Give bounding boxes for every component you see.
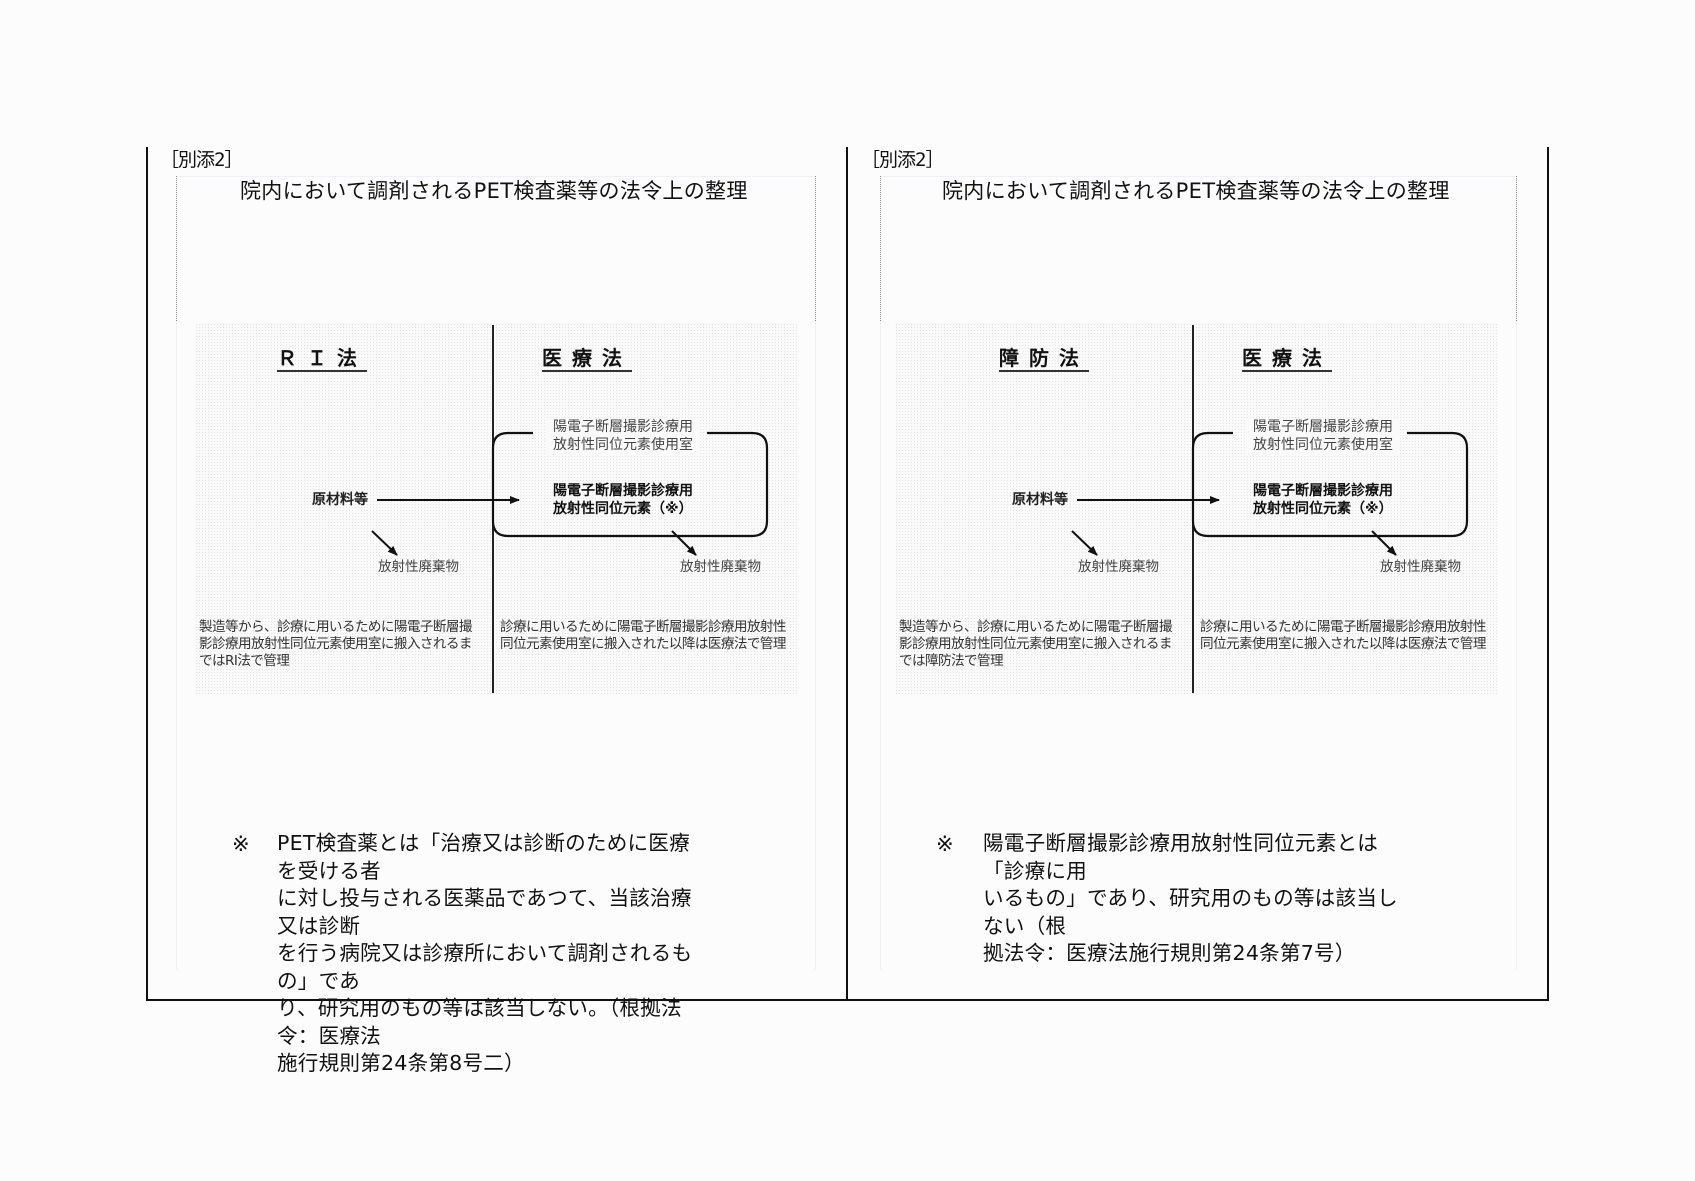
- waste-arrow-right: [671, 530, 697, 556]
- element-label-line1: 陽電子断層撮影診療用: [553, 483, 693, 499]
- waste-label-left: 放射性廃棄物: [1078, 559, 1159, 575]
- note-mark: ※: [232, 832, 250, 856]
- room-label: 陽電子断層撮影診療用 放射性同位元素使用室: [547, 419, 699, 454]
- waste-label-right: 放射性廃棄物: [680, 559, 761, 575]
- waste-label-left: 放射性廃棄物: [378, 559, 459, 575]
- waste-label-right: 放射性廃棄物: [1380, 559, 1461, 575]
- dotted-frame: [176, 176, 816, 321]
- room-label-line1: 陽電子断層撮影診療用: [1253, 419, 1393, 435]
- room-label-line2: 放射性同位元素使用室: [1253, 436, 1393, 453]
- page-title: 院内において調剤されるPET検査薬等の法令上の整理: [240, 179, 748, 203]
- waste-arrow-left: [371, 530, 398, 556]
- table-border-middle: [846, 147, 848, 1001]
- dotted-frame: [880, 176, 1517, 321]
- waste-arrow-left: [1071, 530, 1098, 556]
- frame-top-edge: [880, 176, 1516, 177]
- left-law-description: 製造等から、診療に用いるために陽電子断層撮 影診療用放射性同位元素使用室に搬入さ…: [199, 619, 472, 669]
- table-border-bottom: [146, 999, 1549, 1001]
- raw-materials-label: 原材料等: [1012, 492, 1068, 508]
- comparison-panel-left: ［別添2］ 院内において調剤されるPET検査薬等の法令上の整理 ＲＩ法 医療法 …: [0, 0, 816, 1181]
- law-title-right: 医療法: [542, 346, 632, 372]
- attachment-label: ［別添2］: [160, 149, 243, 171]
- note-mark: ※: [936, 832, 954, 856]
- left-law-description: 製造等から、診療に用いるために陽電子断層撮 影診療用放射性同位元素使用室に搬入さ…: [899, 619, 1172, 669]
- table-border-right: [1547, 147, 1549, 1001]
- footnote: 陽電子断層撮影診療用放射性同位元素とは「診療に用 いるもの」であり、研究用のもの…: [983, 831, 1398, 965]
- frame-lower: [880, 321, 1517, 969]
- element-label: 陽電子断層撮影診療用 放射性同位元素（※）: [553, 483, 693, 518]
- element-label-line1: 陽電子断層撮影診療用: [1253, 483, 1393, 499]
- law-title-left: 障防法: [999, 346, 1089, 372]
- room-label-line2: 放射性同位元素使用室: [553, 436, 693, 453]
- law-title-left: ＲＩ法: [277, 346, 367, 372]
- room-boundary-box: [491, 431, 769, 538]
- law-diagram: ＲＩ法 医療法 陽電子断層撮影診療用 放射性同位元素使用室 陽電子断層撮影診療用…: [195, 323, 798, 695]
- frame-lower: [176, 321, 816, 969]
- right-law-description: 診療に用いるために陽電子断層撮影診療用放射性 同位元素使用室に搬入された以降は医…: [1200, 619, 1486, 652]
- law-diagram: 障防法 医療法 陽電子断層撮影診療用 放射性同位元素使用室 陽電子断層撮影診療用…: [895, 323, 1498, 695]
- element-label-line2: 放射性同位元素（※）: [1253, 500, 1393, 517]
- law-title-right: 医療法: [1242, 346, 1332, 372]
- page-title: 院内において調剤されるPET検査薬等の法令上の整理: [942, 179, 1450, 203]
- diagram-lines: [1071, 325, 1469, 693]
- element-label-line2: 放射性同位元素（※）: [553, 500, 693, 517]
- element-label: 陽電子断層撮影診療用 放射性同位元素（※）: [1253, 483, 1393, 518]
- right-law-description: 診療に用いるために陽電子断層撮影診療用放射性 同位元素使用室に搬入された以降は医…: [500, 619, 786, 652]
- frame-top-edge: [177, 176, 815, 177]
- waste-arrow-right: [1371, 530, 1397, 556]
- attachment-label: ［別添2］: [861, 149, 944, 171]
- footnote: PET検査薬とは「治療又は診断のために医療を受ける者 に対し投与される医薬品であ…: [277, 831, 693, 1075]
- room-label-line1: 陽電子断層撮影診療用: [553, 419, 693, 435]
- room-label: 陽電子断層撮影診療用 放射性同位元素使用室: [1247, 419, 1399, 454]
- table-border-left: [146, 147, 148, 1001]
- room-boundary-box: [1191, 431, 1469, 538]
- diagram-lines: [371, 325, 769, 693]
- comparison-panel-right: ［別添2］ 院内において調剤されるPET検査薬等の法令上の整理 障防法 医療法 …: [701, 0, 1517, 1181]
- raw-materials-label: 原材料等: [312, 492, 368, 508]
